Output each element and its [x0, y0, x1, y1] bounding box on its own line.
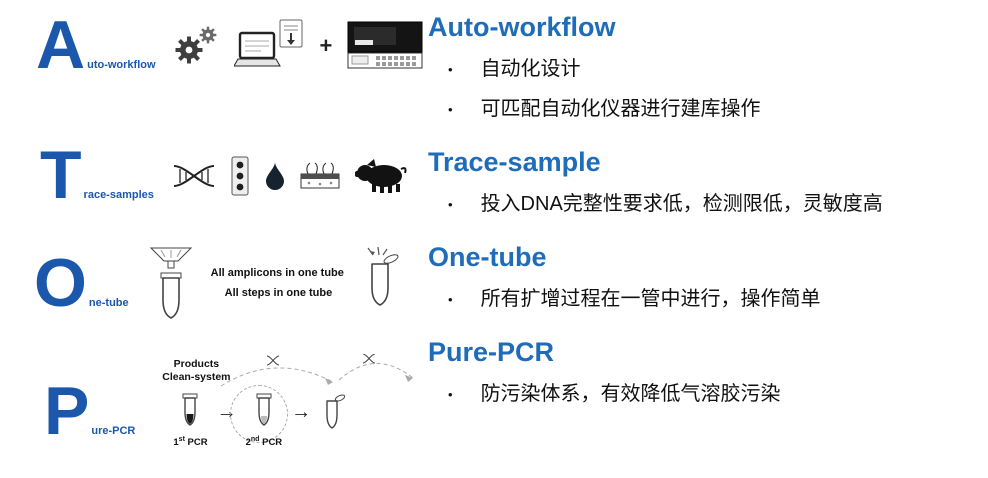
funnel-tube-icon: [149, 247, 192, 319]
contamination-arcs-icon: [221, 354, 414, 387]
open-tube-icon: [367, 246, 399, 306]
trace-samples-icons: [172, 156, 408, 196]
big-letter-t: T: [40, 137, 82, 213]
letter-t-suffix: race-samples: [83, 188, 154, 201]
bullet-item: • 所有扩增过程在一管中进行，操作简单: [428, 286, 980, 313]
tube-2nd-pcr: 2nd PCR: [229, 385, 288, 449]
blood-drop-icon: [265, 161, 284, 190]
bullet-item: • 可匹配自动化仪器进行建库操作: [428, 96, 980, 123]
section-title-one-tube: One-tube: [428, 242, 547, 273]
bullet-text: 投入DNA完整性要求低，检测限低，灵敏度高: [480, 193, 883, 216]
sample-strip-icon: [231, 156, 249, 196]
bullet-text: 可匹配自动化仪器进行建库操作: [480, 98, 761, 121]
row-pure-pcr: P ure-PCR Products Clean-system: [44, 354, 425, 468]
bullet-dot: •: [448, 197, 453, 213]
one-tube-caption-line1: All amplicons in one tube: [210, 267, 344, 279]
open-tube-small-icon: [326, 394, 346, 429]
auto-workflow-icons: +: [174, 19, 427, 73]
row-auto-workflow: A uto-workflow: [36, 7, 427, 83]
letter-o-suffix: ne-tube: [88, 296, 129, 309]
bullet-item: • 防污染体系，有效降低气溶胶污染: [428, 381, 980, 408]
pig-icon: [354, 158, 407, 193]
tube-final: [320, 392, 346, 434]
bullet-text: 防污染体系，有效降低气溶胶污染: [480, 383, 781, 406]
gears-icon: [175, 26, 216, 64]
bullet-dot: •: [448, 102, 453, 118]
bullet-dot: •: [448, 387, 453, 403]
letter-o: O ne-tube: [34, 245, 129, 322]
bullet-dot: •: [448, 62, 453, 78]
letter-t: T race-samples: [40, 137, 154, 213]
big-letter-o: O: [34, 245, 87, 322]
one-tube-caption-line2: All steps in one tube: [224, 287, 333, 299]
pcr-machine-icon: [347, 21, 423, 69]
bullet-text: 自动化设计: [480, 58, 581, 81]
pcr-tubes-row: 1st PCR → 2nd PCR →: [173, 385, 346, 449]
clean-system-line2: Clean-system: [162, 371, 231, 384]
pcr1-label: 1st PCR: [173, 436, 208, 449]
laptop-design-icon: [233, 19, 303, 67]
row-one-tube: O ne-tube All amplicons in one tube All …: [34, 246, 402, 322]
letter-p: P ure-PCR: [44, 373, 136, 450]
clean-system-label: Products Clean-system: [159, 358, 233, 384]
dna-icon: [173, 164, 215, 187]
plus-icon: +: [319, 32, 333, 58]
tube-1st-pcr: 1st PCR: [173, 392, 208, 449]
row-trace-samples: T race-samples: [40, 137, 408, 213]
clean-system-line1: Products: [173, 358, 220, 370]
big-letter-a: A: [36, 7, 86, 83]
letter-a: A uto-workflow: [36, 7, 156, 83]
one-tube-icons: All amplicons in one tube All steps in o…: [147, 246, 402, 322]
one-tube-caption: All amplicons in one tube All steps in o…: [211, 268, 344, 299]
feature-list: Auto-workflow • 自动化设计 • 可匹配自动化仪器进行建库操作 T…: [428, 12, 980, 408]
big-letter-p: P: [44, 373, 90, 450]
bullet-item: • 投入DNA完整性要求低，检测限低，灵敏度高: [428, 191, 980, 218]
hair-follicle-icon: [300, 162, 340, 189]
pcr2-label: 2nd PCR: [245, 436, 283, 449]
letter-a-suffix: uto-workflow: [87, 58, 156, 71]
tube-icon: [256, 393, 272, 426]
section-title-trace-sample: Trace-sample: [428, 147, 601, 178]
section-title-pure-pcr: Pure-PCR: [428, 337, 555, 368]
tube-with-sample-icon: [182, 393, 198, 426]
dashed-circle: [229, 385, 288, 443]
pure-pcr-diagram: Products Clean-system: [153, 354, 425, 468]
bullet-item: • 自动化设计: [428, 56, 980, 83]
bullet-text: 所有扩增过程在一管中进行，操作简单: [480, 288, 821, 311]
bullet-dot: •: [448, 292, 453, 308]
section-title-auto-workflow: Auto-workflow: [428, 12, 616, 42]
letter-p-suffix: ure-PCR: [91, 424, 136, 437]
arrow-right-icon: →: [291, 401, 312, 423]
